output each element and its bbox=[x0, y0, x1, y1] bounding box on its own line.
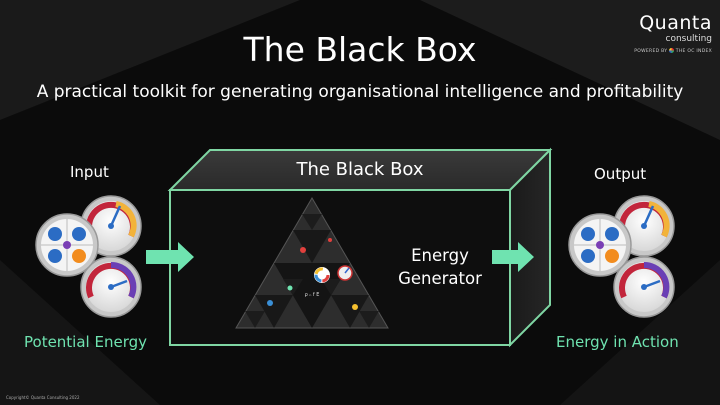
powered-by-text: POWERED BY bbox=[634, 49, 668, 54]
oc-index-dot-icon bbox=[669, 48, 675, 53]
input-arrow bbox=[146, 242, 194, 272]
pyramid-symbols: ρ ₙ f E bbox=[305, 292, 320, 298]
copyright-text: Copyright© Quanta Consulting 2022 bbox=[6, 395, 80, 400]
fractal-pyramid bbox=[235, 197, 389, 329]
energy-generator-label: Energy Generator bbox=[385, 244, 495, 290]
output-gauges bbox=[568, 195, 675, 318]
logo-name: Quanta bbox=[639, 12, 712, 34]
input-heading: Input bbox=[70, 163, 109, 181]
input-gauges bbox=[35, 195, 142, 318]
oc-index-text: THE OC INDEX bbox=[675, 49, 712, 54]
page-title: The Black Box bbox=[243, 30, 477, 69]
engine-line2: Generator bbox=[398, 269, 482, 288]
output-caption: Energy in Action bbox=[556, 333, 679, 351]
logo-powered-by: POWERED BY THE OC INDEX bbox=[612, 48, 712, 54]
logo-tagline: consulting bbox=[665, 34, 713, 44]
output-arrow bbox=[492, 242, 534, 272]
page-subtitle: A practical toolkit for generating organ… bbox=[36, 82, 684, 102]
output-heading: Output bbox=[594, 165, 647, 183]
input-caption: Potential Energy bbox=[24, 333, 147, 351]
box-title: The Black Box bbox=[296, 159, 424, 180]
quanta-logo: Quanta consulting POWERED BY THE OC INDE… bbox=[612, 13, 712, 54]
engine-line1: Energy bbox=[411, 246, 469, 265]
